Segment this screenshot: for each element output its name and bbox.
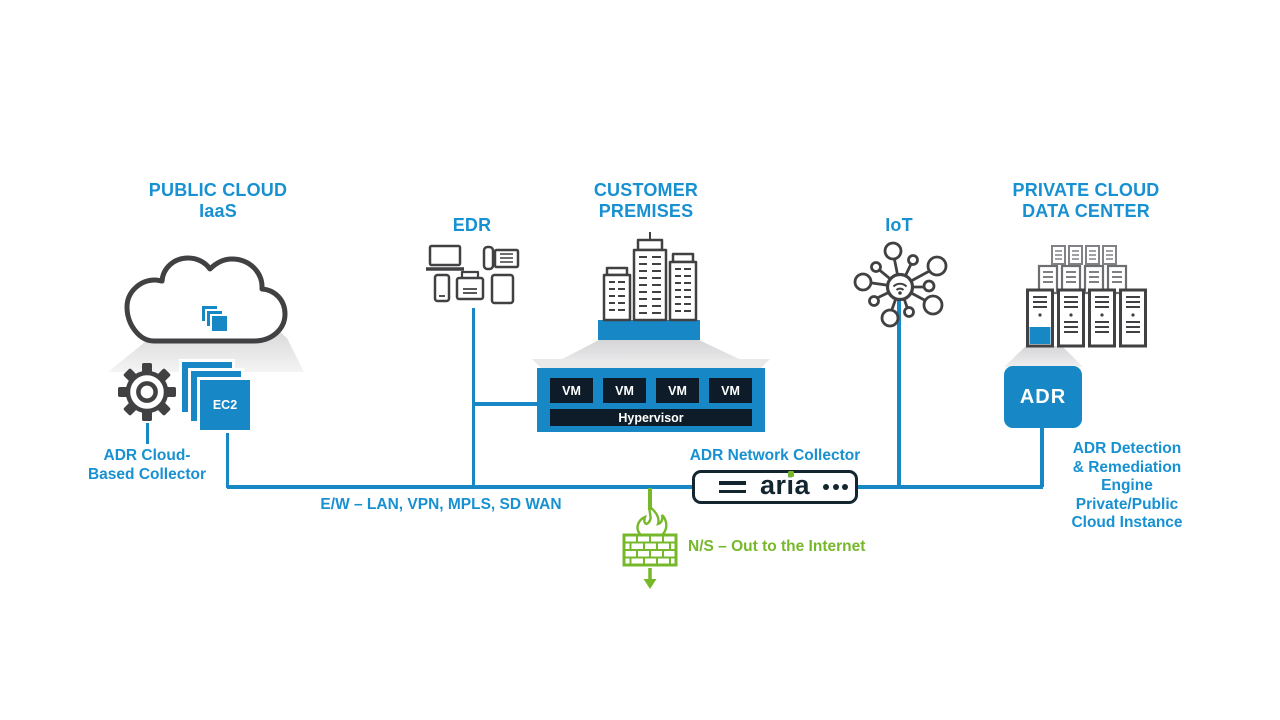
adr-cloud-collector-label: ADR Cloud- Based Collector — [87, 447, 206, 483]
firewall-icon — [622, 505, 678, 589]
ec2-icon: EC2 — [182, 362, 252, 432]
vm-platform-lid — [531, 359, 771, 369]
vm-box-3: VM — [656, 378, 699, 403]
private-cloud-title: PRIVATE CLOUD DATA CENTER — [1012, 180, 1160, 221]
server-racks-icon — [1026, 245, 1147, 348]
aria-vent-lines — [719, 481, 746, 493]
vm-box-2: VM — [603, 378, 646, 403]
ec2-drop-line — [225, 430, 229, 488]
adr-drop-line — [1040, 427, 1044, 487]
edr-vm-branch-line — [473, 402, 538, 406]
adr-engine-box: ADR — [1004, 366, 1082, 428]
buildings-icon — [598, 232, 700, 340]
edr-drop-line — [471, 308, 475, 487]
edr-devices-icon — [426, 244, 520, 305]
north-south-drop-line — [648, 488, 652, 510]
gear-stub-line — [145, 423, 149, 444]
vm-box-4: VM — [709, 378, 752, 403]
public-cloud-title: PUBLIC CLOUD IaaS — [98, 180, 338, 222]
network-collector-label: ADR Network Collector — [689, 447, 861, 464]
datacenter-funnel-shadow — [1004, 346, 1083, 367]
iot-title: IoT — [885, 215, 913, 235]
cloud-workload-icon — [202, 306, 228, 332]
public-cloud-title-line1: PUBLIC CLOUD — [148, 180, 288, 200]
customer-premises-title: CUSTOMER PREMISES — [593, 180, 699, 221]
vm-box-1: VM — [550, 378, 593, 403]
aria-brand-label: aria — [760, 469, 811, 500]
public-cloud-title-line2: IaaS — [199, 201, 237, 221]
hypervisor-bar: Hypervisor — [550, 409, 752, 426]
edr-title: EDR — [452, 215, 492, 235]
east-west-bus-line — [227, 485, 1043, 489]
cloud-icon — [124, 255, 288, 344]
east-west-label: E/W – LAN, VPN, MPLS, SD WAN — [320, 496, 562, 513]
north-south-label: N/S – Out to the Internet — [688, 538, 866, 555]
gear-icon — [118, 363, 176, 421]
ec2-label: EC2 — [212, 398, 238, 412]
aria-port-dots — [823, 484, 849, 490]
iot-hub-icon — [853, 241, 948, 328]
aria-collector-device: aria — [692, 470, 858, 504]
adr-box-label: ADR — [1019, 385, 1067, 408]
iot-drop-line — [897, 299, 901, 487]
adr-engine-label: ADR Detection & Remediation Engine Priva… — [1071, 440, 1183, 531]
